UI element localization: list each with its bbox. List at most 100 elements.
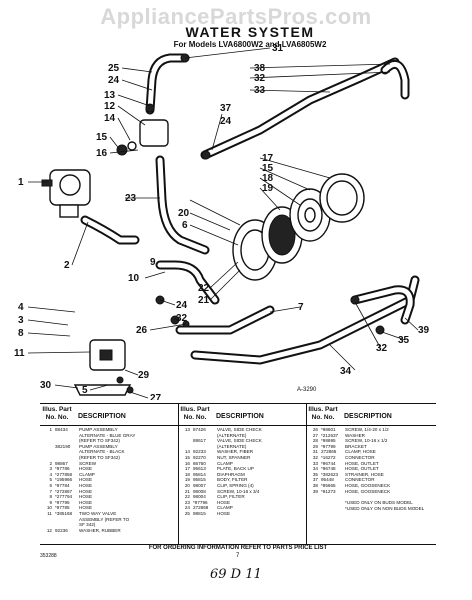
part-description: CLAMP <box>217 505 233 511</box>
illus-no: 10 <box>46 505 52 511</box>
exploded-diagram: 25 24 13 12 14 15 16 1 2 10 4 3 8 11 30 … <box>14 43 430 400</box>
part-description: DIAPHRAGM <box>217 471 245 477</box>
callout-10: 10 <box>128 273 140 284</box>
part-description: ALTERNATE - BLUE GRAY <box>79 432 136 438</box>
callout-30: 30 <box>40 380 52 391</box>
callout-27: 27 <box>150 393 162 400</box>
callout-9: 9 <box>150 257 156 268</box>
clamps <box>116 53 385 394</box>
illus-no: 12 <box>46 527 52 533</box>
upper-hose-31 <box>145 53 190 115</box>
part-no: 86760 <box>193 460 206 466</box>
hose-10 <box>155 260 220 305</box>
part-description: PUMP ASSEMBLY <box>79 443 118 449</box>
part-description: HOSE, OUTLET <box>345 460 379 466</box>
gooseneck-hose-38 <box>380 59 410 100</box>
table-row: ALTERNATE - BLUE GRAY <box>42 433 176 439</box>
part-description: VALVE, SIDE CHECK <box>217 438 262 444</box>
callout-23: 23 <box>125 193 137 204</box>
callout-11: 11 <box>14 348 25 359</box>
parts-column-header: Illus. Part No. No. DESCRIPTION <box>178 405 306 426</box>
note-non-buds-model: *USED ONLY ON NON BUDS MODEL <box>345 505 425 511</box>
illus-no: 24 <box>184 505 190 511</box>
side-check-valve <box>116 103 169 156</box>
illus-no: 3 <box>49 466 52 472</box>
callout-34: 34 <box>340 366 352 377</box>
callout-5: 5 <box>82 385 88 396</box>
callout-32: 32 <box>254 73 266 84</box>
callout-33: 33 <box>254 85 266 96</box>
part-description: VALVE, SIDE CHECK <box>217 427 262 432</box>
part-description: SCREW, 10-16 x 3/4 <box>217 488 260 494</box>
table-row: ASSEMBLY (REFER TO <box>42 517 176 523</box>
part-no: 92236 <box>55 527 68 533</box>
part-description: HOSE <box>79 482 93 488</box>
part-description: CONNECTOR <box>345 477 375 483</box>
drawing-number: A-3290 <box>297 387 317 393</box>
part-description: HOSE <box>79 505 93 511</box>
callout-24c: 24 <box>176 300 188 311</box>
part-description: CLAMP, HOSE <box>345 449 376 455</box>
illus-no: 17 <box>184 466 190 472</box>
part-description: ALTERNATE - BLACK <box>79 449 125 455</box>
callout-12: 12 <box>104 101 116 112</box>
part-description: PLATE, BACK UP <box>217 466 254 472</box>
part-no: *16272 <box>321 454 336 460</box>
part-no: 98815 <box>193 510 206 516</box>
parts-column-header: Illus. Part No. No. DESCRIPTION <box>40 405 178 426</box>
lower-hose-7 <box>175 305 275 335</box>
illus-no: 4 <box>49 471 52 477</box>
document-code: 353288 <box>40 553 57 559</box>
callout-labels: 25 24 13 12 14 15 16 1 2 10 4 3 8 11 30 … <box>14 43 430 400</box>
gooseneck-hose-39 <box>350 285 415 325</box>
two-way-valve <box>73 339 132 396</box>
callout-15: 15 <box>96 132 108 143</box>
callout-32b: 32 <box>176 313 188 324</box>
part-description: CLAMP <box>79 471 95 477</box>
part-no: 98008 <box>193 488 206 494</box>
note-buds-model: *USED ONLY ON BUDS MODEL <box>345 500 413 505</box>
part-no: 95814 <box>193 471 206 477</box>
part-no: *91273 <box>321 488 336 494</box>
part-description: SCREW, 1/4-20 x 1/2 <box>345 427 389 432</box>
callout-24b: 24 <box>220 116 232 127</box>
callout-31: 31 <box>272 43 284 54</box>
table-row: SF 342) <box>42 522 176 528</box>
part-no: *97799 <box>321 443 336 449</box>
table-row: (REFER TO SF342) <box>42 438 176 444</box>
illus-no: 1 <box>49 427 52 432</box>
part-no: *95665 <box>321 482 336 488</box>
callout-7: 7 <box>298 302 304 313</box>
part-no: 272865 <box>321 449 337 455</box>
illus-no: 2 <box>49 460 52 466</box>
callout-24: 24 <box>108 75 120 86</box>
callout-21: 21 <box>198 295 210 306</box>
callout-14: 14 <box>104 113 116 124</box>
part-description: BODY, FILTER <box>217 477 248 483</box>
part-description: HOSE, OUTLET <box>345 466 379 472</box>
callout-20: 20 <box>178 208 190 219</box>
page-title: WATER SYSTEM <box>185 24 315 40</box>
illus-no: 33 <box>312 460 318 466</box>
illus-no: 9 <box>49 499 52 505</box>
illus-no: 7 <box>49 488 52 494</box>
illus-no: 16 <box>184 460 190 466</box>
parts-column-3: Illus. Part No. No. DESCRIPTION 26*98601… <box>306 404 436 544</box>
